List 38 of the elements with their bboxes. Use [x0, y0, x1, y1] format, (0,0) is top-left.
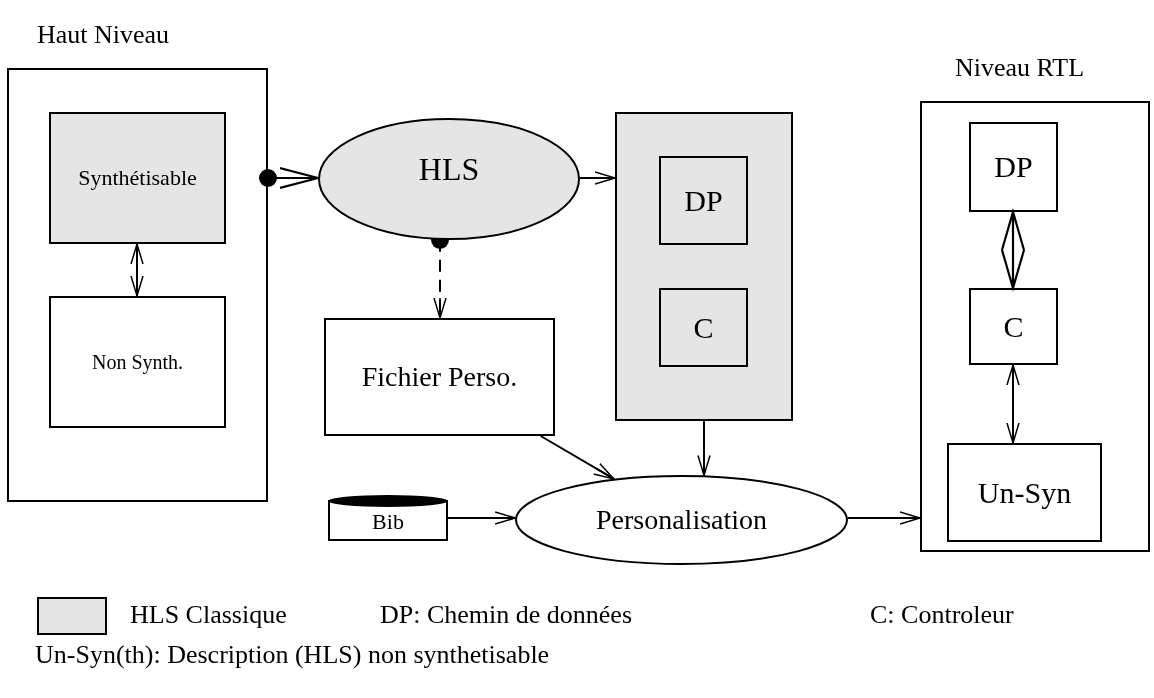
- process-box: [659, 288, 748, 367]
- node-label: Fichier Perso.: [361, 361, 518, 393]
- process-box: [947, 443, 1102, 542]
- note-text: C: Controleur: [870, 600, 1014, 630]
- node-label: Synthétisable: [78, 165, 197, 191]
- arrow: [539, 435, 615, 480]
- note-text: DP: Chemin de données: [380, 600, 633, 630]
- legend-label: HLS Classique: [130, 600, 287, 630]
- process-box: [969, 122, 1058, 212]
- arrow: [130, 243, 144, 297]
- node-label: DP: [994, 150, 1033, 184]
- process-box: [615, 112, 793, 421]
- node-label: Personalisation: [595, 504, 768, 536]
- process-ellipse: [515, 475, 848, 565]
- process-box: [969, 288, 1058, 365]
- group-heading: Haut Niveau: [37, 20, 170, 50]
- process-box: [659, 156, 748, 245]
- node-label: C: [1003, 309, 1024, 344]
- process-box: [324, 318, 555, 436]
- group-heading: Niveau RTL: [955, 53, 1085, 83]
- note-text: Un-Syn(th): Description (HLS) non synthetisable: [35, 640, 550, 670]
- arrow: [1000, 210, 1026, 290]
- node-label: Non Synth.: [91, 350, 184, 374]
- arrow: [846, 511, 921, 525]
- process-box: [49, 112, 226, 244]
- arrow: [1006, 364, 1020, 444]
- arrow: [697, 420, 711, 477]
- process-box: [49, 296, 226, 428]
- node-label: DP: [684, 183, 723, 218]
- process-ellipse: [318, 118, 580, 240]
- node-label: Un-Syn: [977, 475, 1072, 510]
- node-label: HLS: [418, 150, 480, 188]
- node-label: Bib: [372, 508, 404, 535]
- arrow: [447, 511, 517, 525]
- database-cylinder: [328, 494, 448, 541]
- arrow: [579, 171, 616, 185]
- node-label: C: [693, 310, 714, 345]
- arrow: [259, 166, 320, 190]
